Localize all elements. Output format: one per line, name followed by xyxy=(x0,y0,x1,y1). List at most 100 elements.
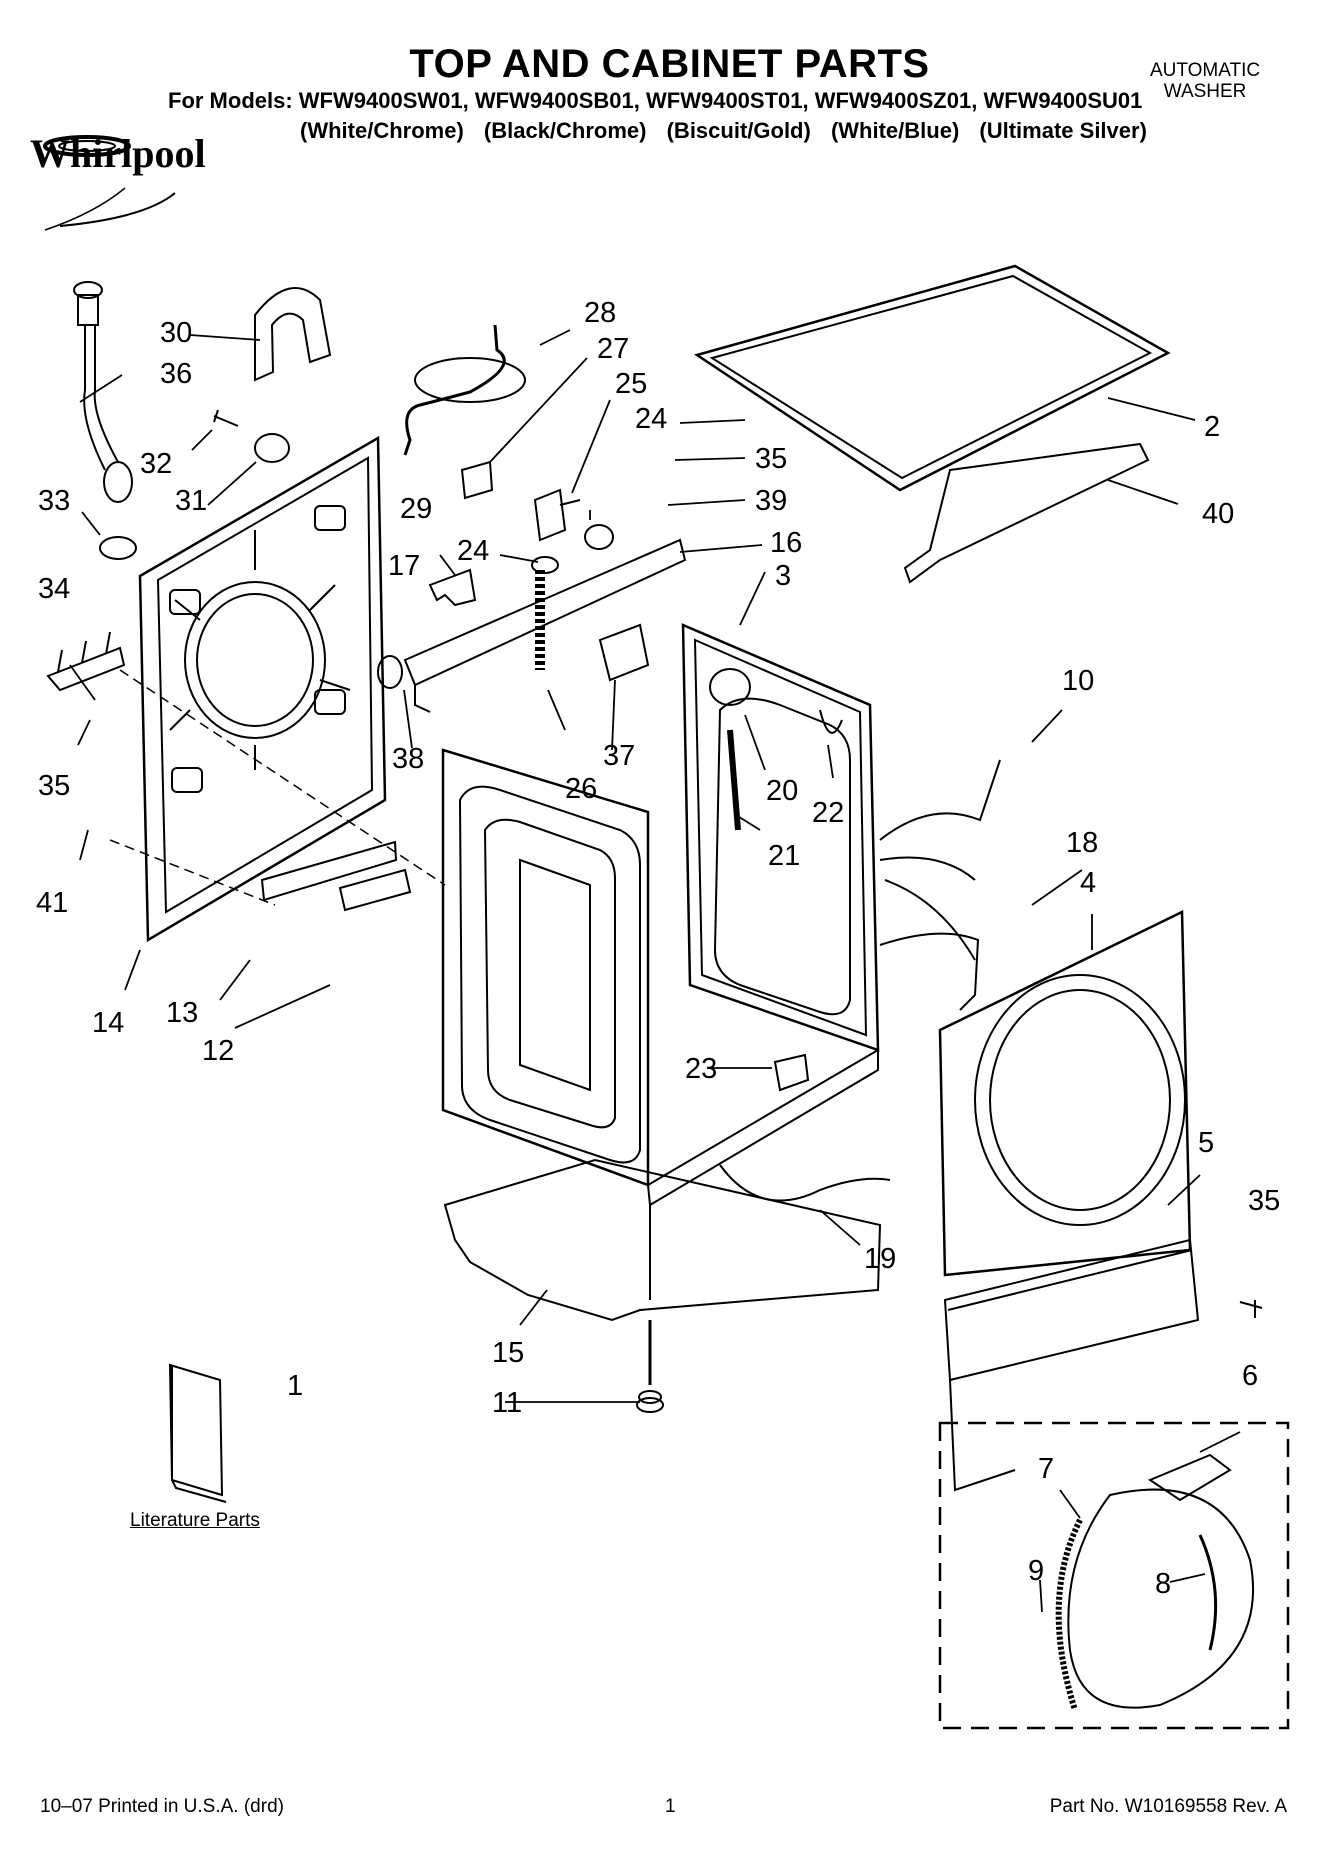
callout-31: 31 xyxy=(175,485,207,517)
base-pan xyxy=(443,1158,882,1322)
product-line2: WASHER xyxy=(1163,81,1247,102)
callout-14: 14 xyxy=(92,1007,124,1039)
heater-12 xyxy=(338,868,412,912)
color-ultimate-silver: (Ultimate Silver) xyxy=(979,118,1147,143)
callout-39: 39 xyxy=(755,485,787,517)
callout-40: 40 xyxy=(1202,498,1234,530)
callout-35c: 35 xyxy=(1248,1185,1280,1217)
callout-41: 41 xyxy=(36,887,68,919)
page-number: 1 xyxy=(665,1796,676,1817)
callout-6: 6 xyxy=(1242,1360,1258,1392)
hose-clip xyxy=(46,631,126,692)
callout-24: 24 xyxy=(635,403,667,435)
leveling-leg xyxy=(636,1320,664,1413)
callout-8: 8 xyxy=(1155,1568,1171,1600)
grommet xyxy=(99,536,137,560)
callout-20: 20 xyxy=(766,775,798,807)
o-ring-24b xyxy=(531,556,559,574)
callout-24b: 24 xyxy=(457,535,489,567)
models-line: For Models: WFW9400SW01, WFW9400SB01, WF… xyxy=(168,88,1142,114)
clip-38 xyxy=(377,655,403,689)
toekick-panel xyxy=(943,1238,1200,1492)
callout-5: 5 xyxy=(1198,1127,1214,1159)
color-white-blue: (White/Blue) xyxy=(830,118,960,143)
cabinet-rear-frame xyxy=(681,623,880,1052)
callout-1: 1 xyxy=(287,1370,303,1402)
callout-34: 34 xyxy=(38,573,70,605)
callout-16: 16 xyxy=(770,527,802,559)
callout-13: 13 xyxy=(166,997,198,1029)
callout-25: 25 xyxy=(615,368,647,400)
clip-22 xyxy=(819,709,843,734)
callout-9: 9 xyxy=(1028,1555,1044,1587)
hose-21 xyxy=(727,729,741,831)
product-line1: AUTOMATIC xyxy=(1150,60,1261,81)
console-bracket xyxy=(403,538,687,713)
o-ring-24a xyxy=(584,524,614,550)
callout-11: 11 xyxy=(492,1387,522,1419)
door-bellows xyxy=(1067,1453,1255,1709)
wire-harness-18 xyxy=(879,932,980,1011)
bracket-13 xyxy=(260,840,398,902)
callout-4: 4 xyxy=(1080,867,1096,899)
top-strap xyxy=(903,442,1150,584)
clip-29 xyxy=(428,568,477,607)
cabinet-side-panel xyxy=(441,748,650,1187)
callout-21: 21 xyxy=(768,840,800,872)
product-type: AUTOMATIC WASHER xyxy=(1150,60,1260,102)
screw-32 xyxy=(213,409,239,427)
pressure-switch xyxy=(709,668,751,706)
wire-harness-lower xyxy=(719,1164,891,1202)
wire-harness-upper xyxy=(879,759,1001,961)
print-info: 10–07 Printed in U.S.A. (drd) xyxy=(40,1796,284,1817)
brand-logo xyxy=(43,135,176,231)
color-biscuit-gold: (Biscuit/Gold) xyxy=(666,118,811,143)
part-number: Part No. W10169558 Rev. A xyxy=(1049,1796,1287,1817)
alignment-lines xyxy=(109,669,446,906)
page-title: TOP AND CABINET PARTS xyxy=(409,42,930,86)
callout-22: 22 xyxy=(812,797,844,829)
cord-clip-ring xyxy=(254,433,290,463)
callout-2: 2 xyxy=(1204,411,1220,443)
callout-17: 17 xyxy=(388,550,420,582)
top-panel xyxy=(694,264,1171,492)
colors-line: (White/Chrome) (Black/Chrome) (Biscuit/G… xyxy=(300,118,1161,144)
door-spring xyxy=(1055,1518,1083,1711)
models-prefix: For Models: xyxy=(168,88,293,113)
door-boot-kit-box xyxy=(938,1421,1290,1730)
rear-panel xyxy=(138,435,387,943)
cord-clamp xyxy=(254,287,332,382)
callout-37: 37 xyxy=(603,740,635,772)
switch-37 xyxy=(598,623,650,682)
callout-15: 15 xyxy=(492,1337,524,1369)
power-cord-coil xyxy=(414,357,526,403)
callout-29: 29 xyxy=(400,493,432,525)
callout-30: 30 xyxy=(160,317,192,349)
callout-19: 19 xyxy=(864,1243,896,1275)
leader-lines xyxy=(69,329,1241,1613)
screw-35-front xyxy=(1239,1300,1263,1318)
color-black-chrome: (Black/Chrome) xyxy=(483,118,647,143)
callout-7: 7 xyxy=(1038,1453,1054,1485)
cabinet-base xyxy=(442,1048,879,1300)
inlet-hose xyxy=(73,281,133,503)
callout-38: 38 xyxy=(392,743,424,775)
callout-36: 36 xyxy=(160,358,192,390)
callout-35b: 35 xyxy=(755,443,787,475)
callout-numbers: 1 2 3 4 5 6 7 8 9 10 11 12 13 14 15 16 1… xyxy=(36,297,1280,1600)
callout-12: 12 xyxy=(202,1035,234,1067)
literature-book xyxy=(168,1363,227,1503)
literature-parts-label: Literature Parts xyxy=(130,1510,260,1531)
water-valve xyxy=(533,488,581,542)
brand-wordmark: Whirlpool xyxy=(30,131,206,176)
clip-23 xyxy=(773,1053,810,1092)
callout-32: 32 xyxy=(140,448,172,480)
callout-18: 18 xyxy=(1066,827,1098,859)
callout-3: 3 xyxy=(775,560,791,592)
color-white-chrome: (White/Chrome) xyxy=(300,118,464,143)
callout-35a: 35 xyxy=(38,770,70,802)
connector-27 xyxy=(460,460,494,500)
models-list: WFW9400SW01, WFW9400SB01, WFW9400ST01, W… xyxy=(298,88,1143,113)
callout-23: 23 xyxy=(685,1053,717,1085)
